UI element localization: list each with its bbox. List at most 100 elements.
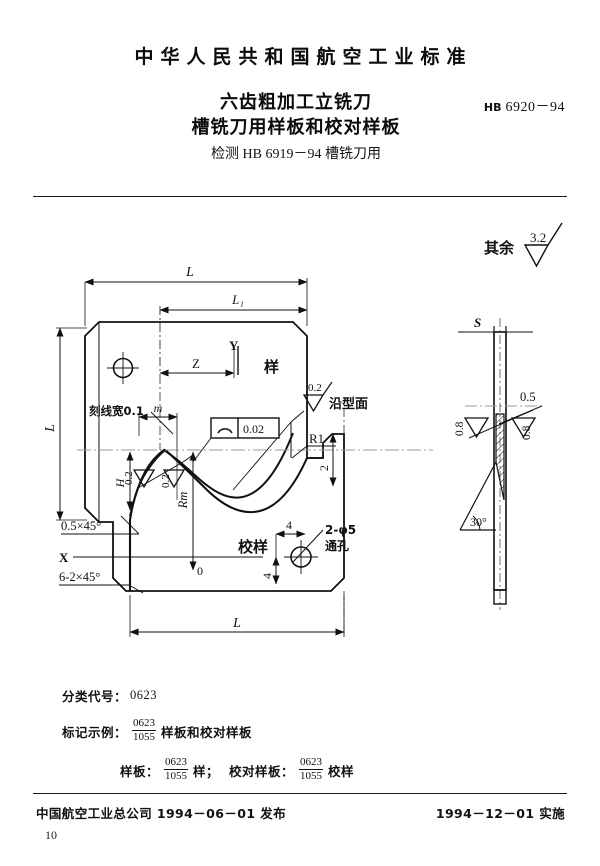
roughness-triangle-icon bbox=[523, 222, 563, 268]
dimension-L-bottom: L bbox=[129, 595, 345, 637]
side-view: S 0.5 0.8 0.8 bbox=[454, 315, 545, 610]
footer-divider bbox=[33, 793, 567, 794]
hole-dim-horizontal: 4 bbox=[286, 518, 292, 532]
dimension-L1-label: L₁ bbox=[231, 292, 244, 307]
locating-hole-top-left bbox=[107, 352, 139, 384]
chamfer-list-label: 6-2×45° bbox=[59, 570, 100, 584]
profile-tolerance-value: 0.02 bbox=[243, 422, 264, 436]
roughness-left-value: 0.2 bbox=[123, 471, 135, 485]
plate-outline bbox=[84, 321, 345, 592]
surface-profile-value: 0.2 bbox=[308, 382, 322, 394]
general-roughness-value: 3.2 bbox=[530, 230, 546, 245]
datum-X: X bbox=[59, 550, 263, 565]
angle-30-label: 30° bbox=[470, 515, 487, 529]
note-marking-detail: 样板： 0623 1055 样； 校对样板： 0623 1055 校样 bbox=[62, 756, 532, 783]
proof-fraction: 0623 1055 bbox=[299, 756, 324, 782]
dimension-H: H bbox=[113, 451, 134, 511]
dimension-S-label: S bbox=[474, 315, 481, 330]
note-marking-example: 标记示例： 0623 1055 样板和校对样板 bbox=[62, 717, 532, 744]
dimension-2: 2 bbox=[317, 433, 337, 487]
front-view: L L₁ L bbox=[43, 265, 433, 637]
proof-text: 校样 bbox=[328, 764, 355, 779]
marking-label: 标记示例： bbox=[62, 725, 128, 740]
dimension-0-5: 0.5 bbox=[465, 390, 545, 407]
dimension-L-top-label: L bbox=[185, 265, 194, 280]
scribe-width-label: 刻线宽0.1 bbox=[89, 404, 144, 418]
side-roughness-right: 0.8 bbox=[521, 425, 533, 440]
general-roughness-label: 其余 bbox=[484, 239, 515, 257]
sample-label: 样板： bbox=[120, 764, 160, 779]
through-hole-callout-line1: 2-φ5 bbox=[325, 523, 356, 537]
dimension-L1: L₁ bbox=[159, 292, 308, 375]
sample-denominator: 1055 bbox=[164, 769, 189, 782]
dimension-m: m bbox=[138, 401, 178, 450]
angle-30-callout: 30° bbox=[459, 461, 497, 531]
dimension-0-5-label: 0.5 bbox=[520, 390, 536, 404]
class-code-label: 分类代号： bbox=[62, 689, 128, 704]
marking-text: 样板和校对样板 bbox=[161, 725, 253, 740]
page-number: 10 bbox=[45, 828, 57, 842]
page-title-line1: 六齿粗加工立铣刀 bbox=[220, 92, 372, 113]
radius-R1-callout: R1 bbox=[291, 431, 336, 459]
through-hole-bottom-right bbox=[284, 540, 318, 574]
footer-effective-date: 1994－12－01 实施 bbox=[435, 806, 565, 821]
marking-denominator: 1055 bbox=[132, 730, 157, 743]
label-proof: 校样 bbox=[238, 538, 268, 556]
dimension-Rm: Rm 0 bbox=[176, 451, 203, 578]
page-subtitle: 检测 HB 6919－94 槽铣刀用 bbox=[211, 147, 381, 162]
roughness-pair-side: 0.8 0.8 bbox=[454, 405, 543, 440]
profile-tolerance-frame: 0.02 bbox=[192, 417, 280, 463]
sample-fraction: 0623 1055 bbox=[164, 756, 189, 782]
dimension-L-top: L bbox=[84, 265, 308, 326]
hole-position-dims: 4 4 bbox=[260, 518, 306, 585]
dimension-S: S bbox=[458, 315, 533, 342]
title-block: 六齿粗加工立铣刀 槽铣刀用样板和校对样板 检测 HB 6919－94 槽铣刀用 bbox=[0, 90, 600, 167]
standard-number: HB 6920－94 bbox=[484, 96, 565, 116]
roughness-right-value: 0.2 bbox=[160, 474, 172, 488]
marking-fraction: 0623 1055 bbox=[132, 717, 157, 743]
dimension-L-bottom-label: L bbox=[232, 616, 241, 631]
page-title-line2: 槽铣刀用样板和校对样板 bbox=[191, 117, 401, 138]
proof-numerator: 0623 bbox=[300, 756, 323, 768]
through-hole-callout-line2: 通孔 bbox=[325, 538, 349, 553]
hole-dim-vertical: 4 bbox=[260, 573, 274, 579]
label-sample: 样 bbox=[264, 358, 279, 376]
standard-number-prefix: HB bbox=[483, 101, 502, 114]
dimension-Rm-label: Rm bbox=[176, 492, 190, 510]
surface-profile-callout: 0.2 沿型面 bbox=[232, 381, 368, 491]
header-divider bbox=[33, 196, 567, 197]
profile-curve-main bbox=[128, 448, 308, 521]
proof-denominator: 1055 bbox=[299, 769, 324, 782]
sample-text: 样； bbox=[193, 764, 220, 779]
datum-Y-label: Y bbox=[229, 338, 239, 353]
zero-mark-label: 0 bbox=[197, 564, 203, 578]
notes-block: 分类代号： 0623 标记示例： 0623 1055 样板和校对样板 样板： 0… bbox=[62, 686, 532, 797]
dimension-H-label: H bbox=[113, 477, 127, 488]
dimension-m-label: m bbox=[154, 401, 163, 415]
footer-issuer: 中国航空工业总公司 1994－06－01 发布 bbox=[36, 806, 286, 821]
sample-numerator: 0623 bbox=[165, 756, 188, 768]
dimension-L-left-label: L bbox=[43, 424, 58, 433]
dimension-L-left: L bbox=[43, 327, 87, 521]
profile-curve bbox=[129, 432, 294, 517]
technical-drawing: 其余 3.2 bbox=[33, 200, 567, 670]
dimension-Z-label: Z bbox=[192, 356, 200, 371]
datum-X-label: X bbox=[59, 550, 69, 565]
dimension-2-label: 2 bbox=[317, 465, 331, 471]
class-code-value: 0623 bbox=[130, 688, 158, 702]
marking-numerator: 0623 bbox=[133, 717, 156, 729]
chamfer-small-callout: 0.5×45° bbox=[61, 515, 140, 535]
datum-Y: Y bbox=[229, 338, 239, 375]
through-hole-callout: 2-φ5 通孔 bbox=[292, 523, 356, 563]
proof-label: 校对样板： bbox=[229, 764, 295, 779]
surface-profile-note: 沿型面 bbox=[329, 396, 368, 412]
standard-number-value: 6920－94 bbox=[505, 100, 565, 115]
standard-organization: 中华人民共和国航空工业标准 bbox=[134, 46, 473, 68]
chamfer-list-callout: 6-2×45° bbox=[59, 570, 144, 594]
roughness-pair-front: 0.2 0.2 bbox=[123, 454, 194, 489]
side-roughness-left: 0.8 bbox=[454, 421, 466, 436]
general-roughness-note: 其余 3.2 bbox=[484, 222, 563, 268]
radius-R1-label: R1 bbox=[309, 431, 324, 446]
note-class-code: 分类代号： 0623 bbox=[62, 686, 532, 705]
